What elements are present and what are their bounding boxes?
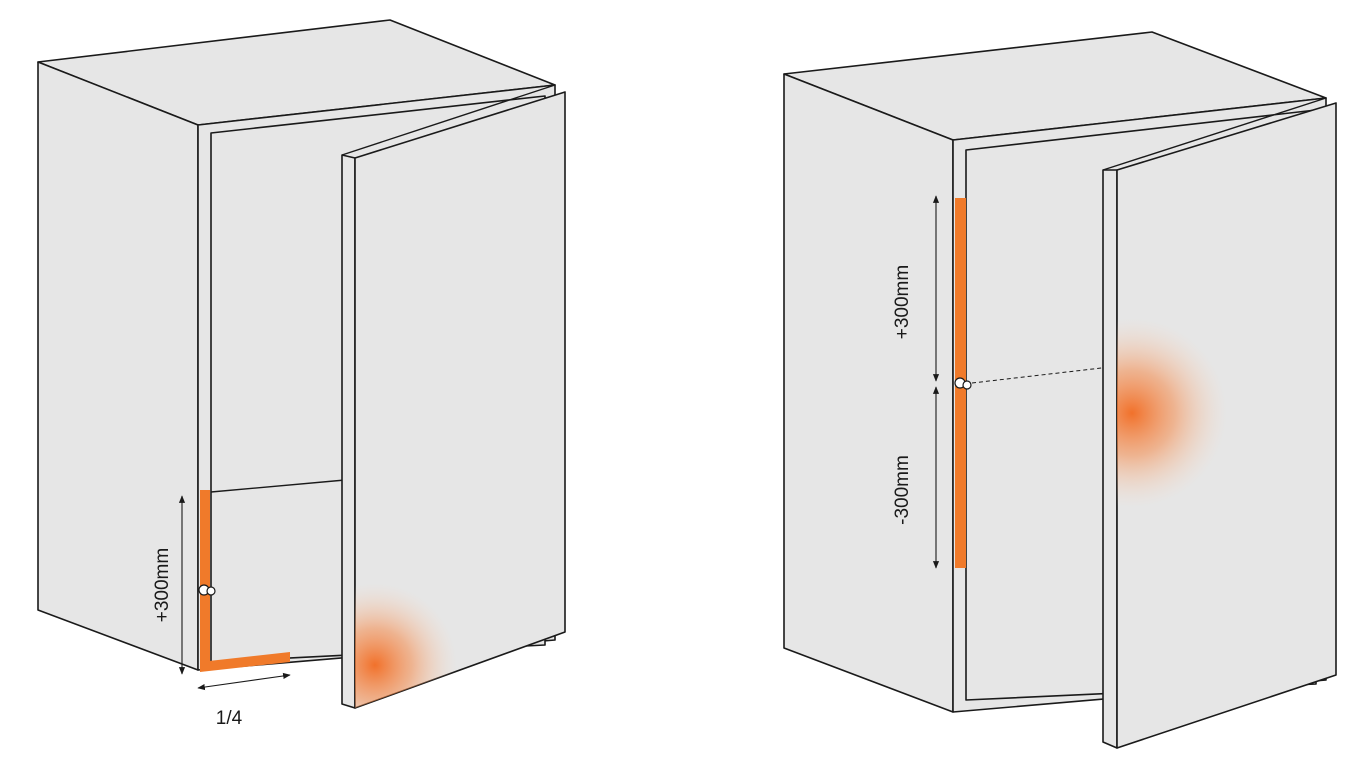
left-mounting-zone-horizontal <box>200 652 290 672</box>
right-door-panel <box>1116 102 1337 749</box>
left-horizontal-dimension-arrow <box>197 672 291 691</box>
left-sensor-icon <box>198 584 216 596</box>
right-door-top-edge <box>1102 97 1327 171</box>
right-door-edge <box>1102 169 1118 749</box>
left-cabinet-side <box>37 61 199 671</box>
left-mounting-zone-vertical <box>200 490 210 670</box>
left-door-edge <box>341 154 356 709</box>
left-door-top-edge <box>341 84 556 156</box>
right-lower-dimension-label: -300mm <box>892 455 913 525</box>
left-cabinet-shelf <box>210 479 346 493</box>
left-vertical-dimension-label: +300mm <box>152 548 173 622</box>
right-heat-glow <box>1117 318 1227 508</box>
right-cabinet: +300mm -300mm <box>783 31 1337 749</box>
right-sensor-sightline <box>971 366 1111 384</box>
right-upper-dimension-label: +300mm <box>892 265 913 339</box>
left-horizontal-dimension-label: 1/4 <box>216 708 243 729</box>
right-sensor-icon <box>954 377 972 390</box>
left-cabinet: +300mm 1/4 <box>37 19 566 729</box>
left-door-panel <box>354 91 566 709</box>
right-cabinet-side <box>783 73 954 713</box>
